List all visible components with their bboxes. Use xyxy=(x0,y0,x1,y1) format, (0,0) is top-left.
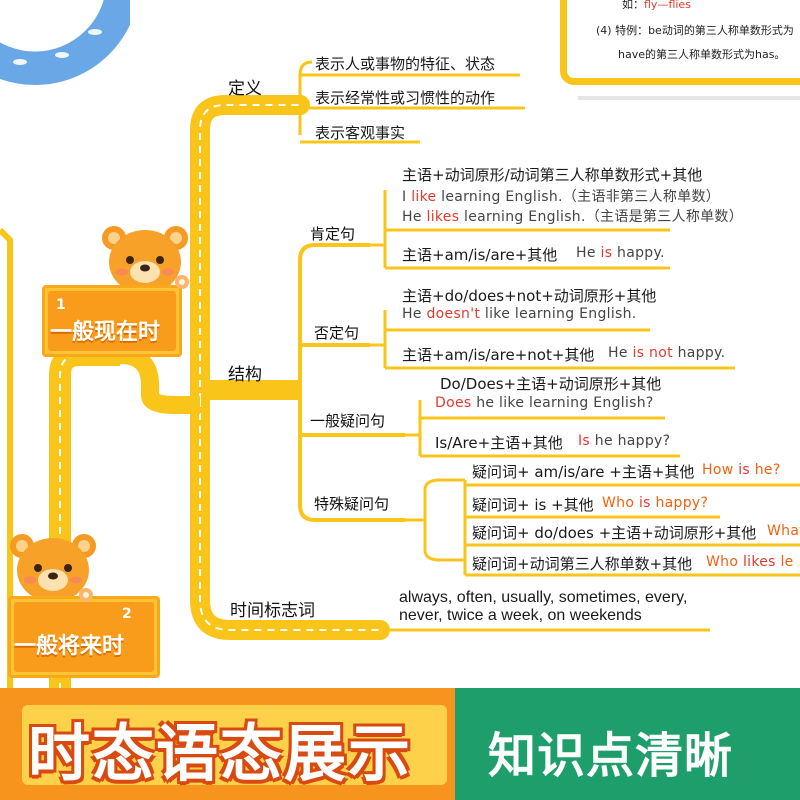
special-question-rule-3: 疑问词+ do/does +主语+动词原形+其他 xyxy=(472,524,757,542)
general-question-rule-2: Is/Are+主语+其他 xyxy=(435,434,563,452)
flower-icon-2 xyxy=(79,588,93,602)
negative-rule-1: 主语+do/does+not+动词原形+其他 xyxy=(402,287,657,305)
definition-item-1: 表示人或事物的特征、状态 xyxy=(315,55,496,73)
time-words-line-1: always, often, usually, sometimes, every… xyxy=(399,589,688,606)
affirmative-label: 肯定句 xyxy=(310,225,356,243)
banner-title: 时态语态展示 xyxy=(28,717,413,790)
definition-label: 定义 xyxy=(228,79,262,99)
special-question-rule-4: 疑问词+动词第三人称单数+其他 xyxy=(472,555,693,573)
special-question-example-3: What xyxy=(767,523,800,539)
affirmative-example-1: I like learning English.（主语非第三人称单数） xyxy=(402,189,721,205)
time-words-line-2: never, twice a week, on weekends xyxy=(399,607,642,624)
card-line1: 如：fly—flies xyxy=(622,0,691,11)
special-question-example-2: Who is happy? xyxy=(602,495,709,511)
card-line2: (4) 特例：be动词的第三人称单数形式为 xyxy=(596,24,794,37)
negative-example-2: He is not happy. xyxy=(608,345,726,361)
mindmap-connectors xyxy=(0,60,800,690)
negative-example-1: He doesn't like learning English. xyxy=(402,306,637,322)
banner-subtitle: 知识点清晰 xyxy=(488,728,734,784)
special-question-example-4: Who likes le xyxy=(706,554,794,570)
bear-mascot-icon-2 xyxy=(10,534,96,602)
affirmative-example-3: He is happy. xyxy=(576,245,665,261)
main-road xyxy=(190,95,390,640)
sign-inner xyxy=(48,291,176,351)
banner-left-inner xyxy=(22,705,447,785)
definition-item-2: 表示经常性或习惯性的动作 xyxy=(315,89,496,107)
affirmative-rule-2: 主语+am/is/are+其他 xyxy=(402,246,558,264)
general-question-example-1: Does he like learning English? xyxy=(435,395,654,411)
sign-number: 1 xyxy=(56,297,66,313)
sign-inner-2 xyxy=(14,602,154,672)
structure-label: 结构 xyxy=(228,365,262,385)
general-question-rule-1: Do/Does+主语+动词原形+其他 xyxy=(440,375,662,393)
affirmative-example-2: He likes learning English.（主语是第三人称单数） xyxy=(402,209,744,225)
negative-label: 否定句 xyxy=(314,324,360,342)
top-card xyxy=(560,0,800,85)
affirmative-rule-1: 主语+动词原形/动词第三人称单数形式+其他 xyxy=(402,166,703,184)
sign-number-2: 2 xyxy=(122,606,132,622)
decorative-ring xyxy=(0,0,130,85)
bear-mascot-icon xyxy=(102,226,188,294)
sign-title-2: 一般将来时 xyxy=(14,634,125,659)
special-question-rule-2: 疑问词+ is +其他 xyxy=(472,496,594,514)
banner-right-panel xyxy=(455,688,800,800)
general-question-label: 一般疑问句 xyxy=(310,412,386,430)
special-question-rule-1: 疑问词+ am/is/are +主语+其他 xyxy=(472,463,695,481)
card-shadow xyxy=(578,96,800,100)
flower-icon xyxy=(175,275,189,289)
special-question-label: 特殊疑问句 xyxy=(314,495,390,513)
sign-title: 一般现在时 xyxy=(50,320,161,345)
time-words-label: 时间标志词 xyxy=(230,601,315,621)
general-question-example-2: Is he happy? xyxy=(578,433,671,449)
definition-item-3: 表示客观事实 xyxy=(315,124,406,142)
negative-rule-2: 主语+am/is/are+not+其他 xyxy=(402,346,595,364)
card-line3: have的第三人称单数形式为has。 xyxy=(618,48,786,61)
special-question-example-1: How is he? xyxy=(702,462,781,478)
